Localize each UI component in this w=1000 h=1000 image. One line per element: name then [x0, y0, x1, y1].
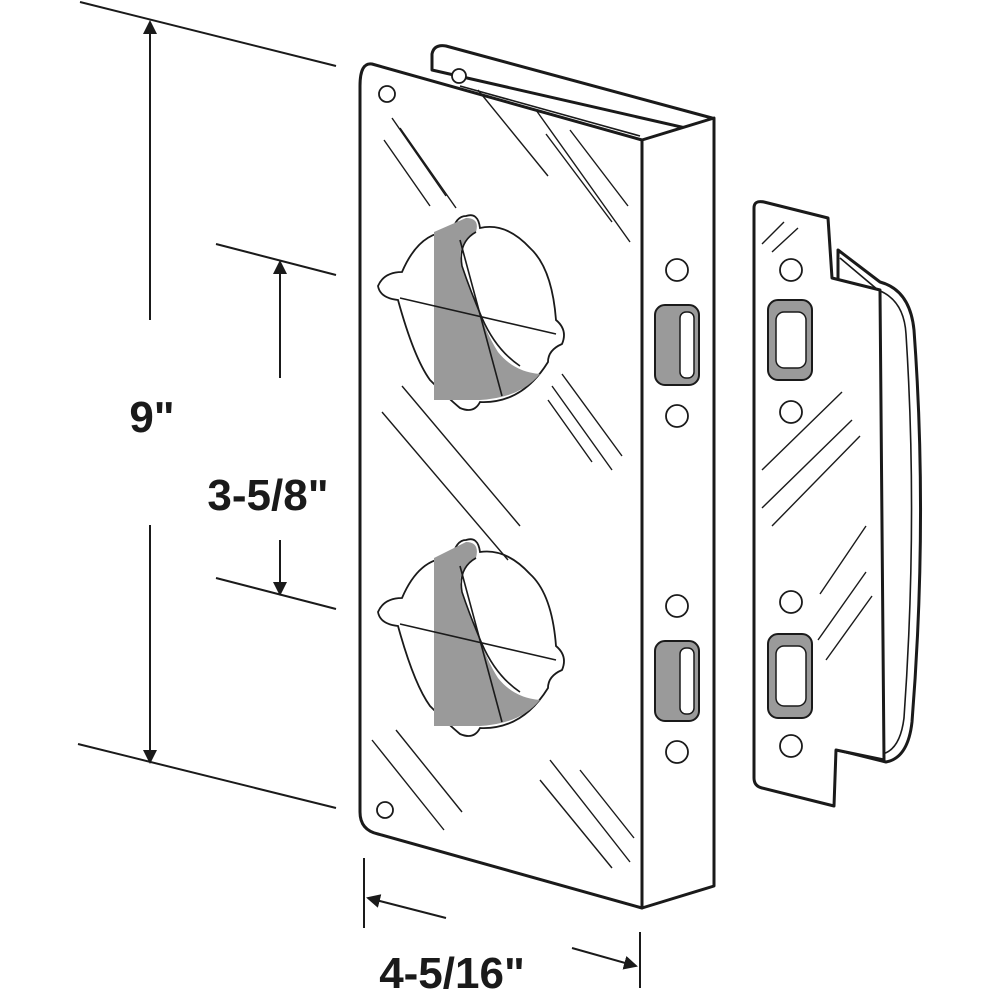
- edge-lower-bottom-hole: [665, 740, 689, 764]
- lower-bore-crosshair-v: [459, 565, 503, 723]
- width-dimension: 4-5/16": [363, 858, 641, 998]
- spacing-dimension: 3-5/8": [207, 243, 337, 610]
- plate-glare: [371, 89, 635, 869]
- spacing-bottom-extension-line: [215, 577, 337, 610]
- strike-glare: [761, 221, 873, 661]
- lower-bore-hole: [377, 538, 565, 737]
- top-screw-hole: [378, 85, 396, 103]
- width-label: 4-5/16": [379, 949, 525, 998]
- upper-bore-hole: [377, 214, 565, 411]
- edge-upper-bottom-hole: [665, 404, 689, 428]
- strike-top-screw-hole: [779, 258, 803, 282]
- door-reinforcer: [358, 44, 716, 910]
- upper-bore-crosshair-h: [399, 297, 557, 335]
- strike-bottom-screw-hole: [779, 734, 803, 758]
- bottom-screw-hole: [376, 801, 394, 819]
- strike-lower-screw-hole: [779, 590, 803, 614]
- strike-plate: [752, 200, 923, 808]
- plate-front-face: [358, 62, 644, 910]
- lower-bore-crosshair-h: [399, 623, 557, 661]
- edge-upper-top-hole: [665, 258, 689, 282]
- flange-screw-hole: [451, 68, 467, 84]
- edge-lower-top-hole: [665, 594, 689, 618]
- plate-edge: [640, 116, 716, 910]
- width-arrow-left: [366, 894, 447, 919]
- spacing-top-extension-line: [215, 243, 337, 276]
- height-label: 9": [129, 393, 174, 442]
- height-top-extension-line: [79, 1, 337, 67]
- flange-inner-line: [459, 85, 641, 137]
- strike-upper-screw-hole: [779, 400, 803, 424]
- upper-bore-crosshair-v: [459, 239, 503, 397]
- width-arrow-right: [571, 947, 638, 970]
- spacing-label: 3-5/8": [207, 471, 328, 520]
- height-dimension: 9": [77, 1, 337, 809]
- height-bottom-extension-line: [77, 743, 337, 809]
